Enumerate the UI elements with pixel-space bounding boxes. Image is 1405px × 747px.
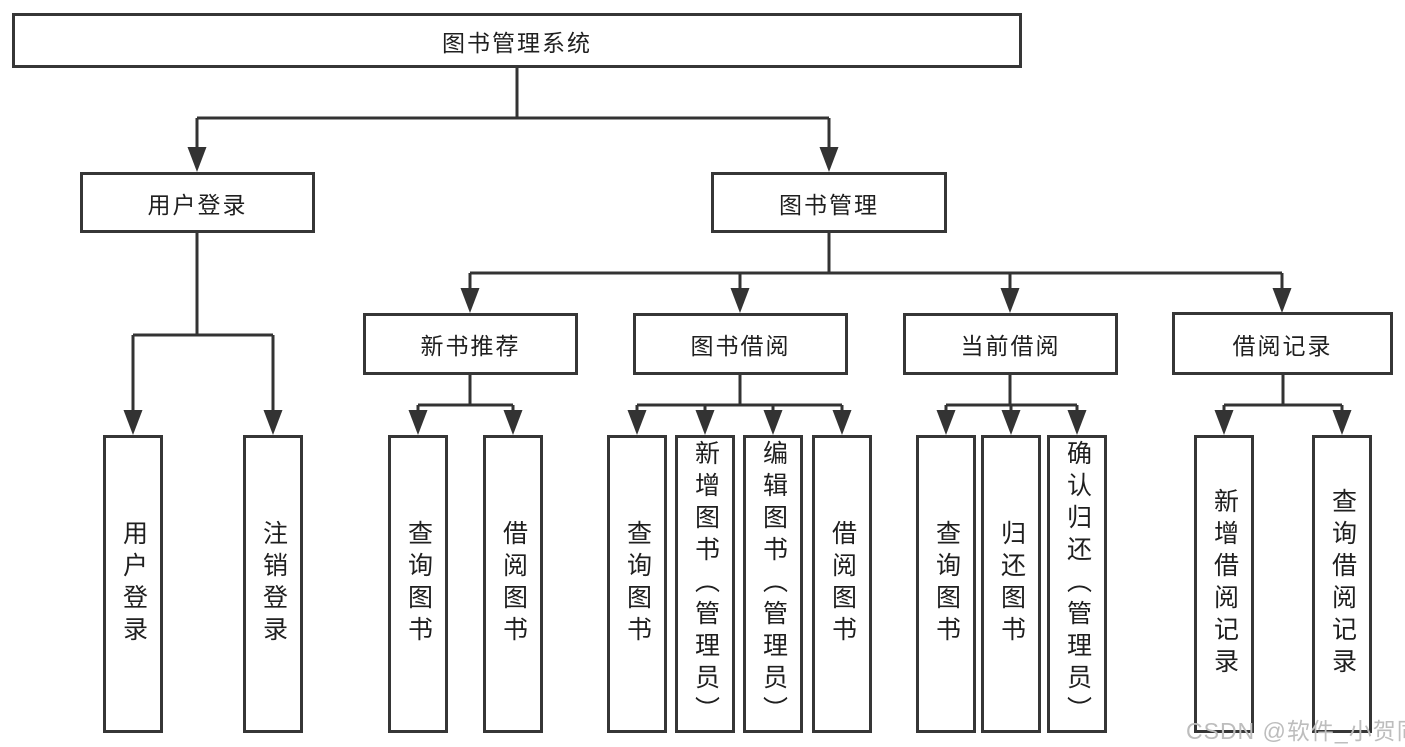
node-label: 图书借阅 — [690, 333, 791, 359]
leaf-label: 查询图书 — [623, 520, 652, 648]
leaf-label: 查询图书 — [932, 520, 961, 648]
leaf-user-login: 用户登录 — [103, 435, 163, 733]
leaf-label: 归还图书 — [997, 520, 1026, 648]
leaf-label: 借阅图书 — [828, 520, 857, 648]
node-label: 借阅记录 — [1232, 332, 1333, 359]
node-label: 图书管理 — [779, 191, 879, 218]
leaf-borrow-books-borrowing: 借阅图书 — [812, 435, 872, 733]
leaf-label: 编辑图书（管理员） — [759, 440, 788, 728]
edge-borrow-record-split — [1222, 375, 1344, 413]
edge-book-management-split — [468, 233, 1284, 291]
leaf-query-books-current: 查询图书 — [916, 435, 976, 733]
leaf-return-book: 归还图书 — [981, 435, 1041, 733]
node-borrowing-records: 借阅记录 — [1172, 312, 1393, 375]
edge-user-login-split — [131, 233, 275, 413]
node-label: 图书管理系统 — [442, 29, 592, 56]
node-label: 用户登录 — [147, 191, 248, 218]
leaf-confirm-return-admin: 确认归还（管理员） — [1047, 435, 1107, 733]
node-user-login: 用户登录 — [80, 172, 315, 233]
edge-current-borrow-split — [944, 375, 1079, 413]
leaf-label: 借阅图书 — [499, 520, 528, 648]
leaf-add-book-admin: 新增图书（管理员） — [675, 435, 735, 733]
node-library-management-system: 图书管理系统 — [12, 13, 1022, 68]
leaf-logout: 注销登录 — [243, 435, 303, 733]
leaf-label: 新增图书（管理员） — [691, 440, 720, 728]
leaf-edit-book-admin: 编辑图书（管理员） — [743, 435, 803, 733]
leaf-query-borrow-record: 查询借阅记录 — [1312, 435, 1372, 733]
node-label: 当前借阅 — [960, 333, 1061, 359]
edge-book-borrow-split — [635, 375, 844, 413]
leaf-query-books-borrowing: 查询图书 — [607, 435, 667, 733]
leaf-query-books-recommend: 查询图书 — [388, 435, 448, 733]
leaf-label: 查询图书 — [404, 520, 433, 648]
leaf-add-borrow-record: 新增借阅记录 — [1194, 435, 1254, 733]
node-book-borrowing: 图书借阅 — [633, 313, 848, 375]
node-new-book-recommendation: 新书推荐 — [363, 313, 578, 375]
leaf-label: 确认归还（管理员） — [1063, 440, 1092, 728]
node-book-management: 图书管理 — [711, 172, 947, 233]
arrowheads — [123, 147, 1352, 435]
edge-new-book-split — [416, 375, 515, 413]
edge-root-split — [195, 68, 831, 150]
leaf-label: 用户登录 — [119, 520, 148, 648]
leaf-label: 新增借阅记录 — [1210, 488, 1239, 680]
node-label: 新书推荐 — [420, 333, 521, 359]
leaf-label: 注销登录 — [259, 520, 288, 648]
csdn-watermark: CSDN @软件_小贺同学 — [1186, 718, 1405, 744]
leaf-label: 查询借阅记录 — [1328, 488, 1357, 680]
node-current-borrowing: 当前借阅 — [903, 313, 1118, 375]
leaf-borrow-books-recommend: 借阅图书 — [483, 435, 543, 733]
